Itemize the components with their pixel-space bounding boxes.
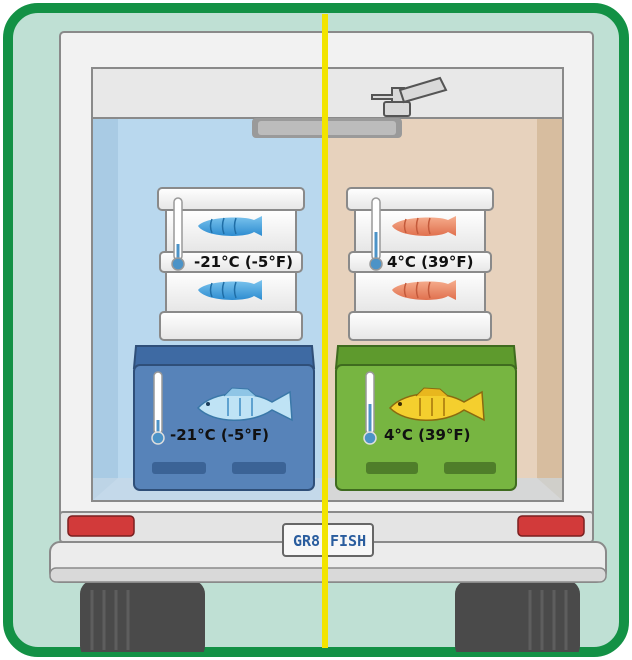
thermometer-icon (172, 198, 184, 270)
thermometer-icon (152, 372, 164, 444)
left-tire (80, 580, 205, 660)
divider-line (322, 14, 328, 648)
chilled-box-temp-label: 4°C (39°F) (387, 255, 474, 270)
frozen-cooler-temp-label: -21°C (-5°F) (170, 428, 269, 443)
frozen-box-temp-label: -21°C (-5°F) (194, 255, 293, 270)
thermometer-icon (364, 372, 376, 444)
right-taillight (518, 516, 584, 536)
chilled-cooler-temp-label: 4°C (39°F) (384, 428, 471, 443)
plate-right-text: FISH (330, 532, 366, 550)
plate-left-text: GR8 (293, 532, 320, 550)
thermometer-icon (370, 198, 382, 270)
left-taillight (68, 516, 134, 536)
right-tire (455, 580, 580, 660)
